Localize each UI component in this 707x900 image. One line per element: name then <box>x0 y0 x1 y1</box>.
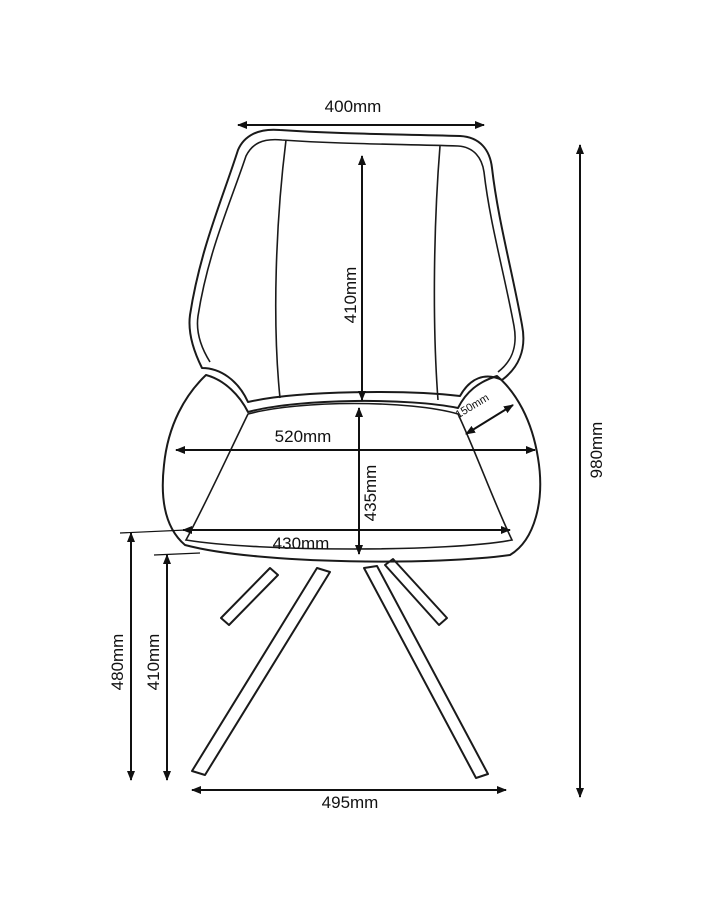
chair-leg-front-left <box>191 567 331 776</box>
label-seat-height: 480mm <box>108 634 127 691</box>
dimension-labels: 400mm 410mm 980mm 150mm 520mm 435mm 430m… <box>108 97 606 812</box>
chair-leg-back-right <box>384 558 448 626</box>
chair-leg-front-right <box>363 565 489 779</box>
label-base-width: 495mm <box>322 793 379 812</box>
label-overall-width: 520mm <box>275 427 332 446</box>
chair-backrest-seam-left <box>274 139 287 399</box>
chair-drawing <box>161 128 542 779</box>
ext-seat-bottom <box>153 552 201 556</box>
label-total-height: 980mm <box>587 422 606 479</box>
label-leg-height: 410mm <box>144 634 163 691</box>
label-back-height: 410mm <box>341 267 360 324</box>
label-back-width: 400mm <box>325 97 382 116</box>
chair-leg-back-left <box>220 567 279 626</box>
dim-armrest-arrow <box>465 404 514 435</box>
label-seat-depth: 435mm <box>361 465 380 522</box>
ext-seat-top <box>119 529 187 534</box>
chair-backrest-outer <box>188 128 525 403</box>
chair-backrest-inner <box>196 138 516 373</box>
label-seat-width: 430mm <box>273 534 330 553</box>
chair-backrest-seam-right <box>433 145 441 401</box>
chair-seat-cushion <box>184 402 514 550</box>
dimension-arrows <box>127 121 584 798</box>
chair-seat-shell <box>161 374 542 563</box>
